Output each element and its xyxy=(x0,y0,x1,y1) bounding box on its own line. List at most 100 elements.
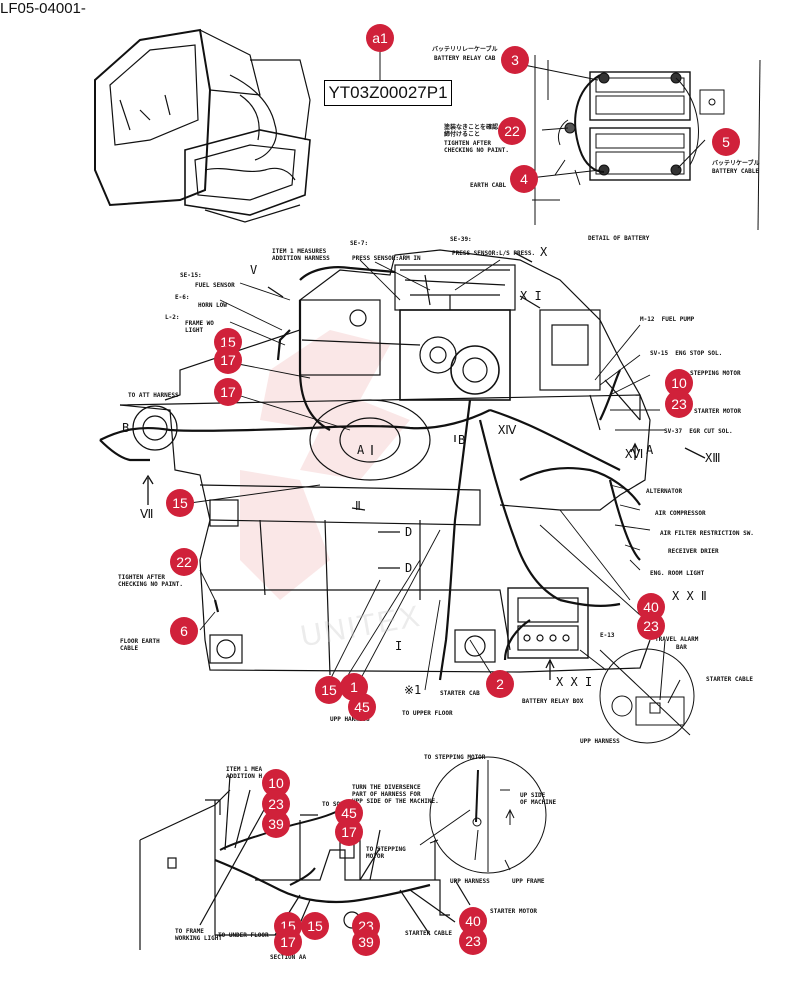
starter-cab-label: STARTER CAB xyxy=(440,690,480,697)
excavator-overview xyxy=(94,28,311,223)
m12-label: M-12 FUEL PUMP xyxy=(640,316,695,323)
battery-cable-label: BATTERY CABLE xyxy=(712,168,759,175)
se39-label: SE-39: xyxy=(450,236,472,243)
air-filter-label: AIR FILTER RESTRICTION SW. xyxy=(660,530,754,537)
to-att-harness-label: TO ATT HARNESS xyxy=(128,392,179,399)
view-v-label: V xyxy=(250,263,258,277)
press-sensor-arm-label: PRESS SENSOR:ARM IN xyxy=(352,255,421,262)
document-id: LF05-04001- xyxy=(0,0,86,17)
view-xxii-label: X X Ⅱ xyxy=(672,589,707,603)
eng-room-light-label: ENG. ROOM LIGHT xyxy=(650,570,705,577)
fuel-sensor-label: FUEL SENSOR xyxy=(195,282,235,289)
section-aa xyxy=(139,774,471,950)
callout-39-b[interactable]: 39 xyxy=(352,928,380,956)
battery-detail xyxy=(523,55,761,231)
callout-39-a[interactable]: 39 xyxy=(262,810,290,838)
item1-addition-label: ITEM 1 MEA ADDITION H xyxy=(226,766,263,780)
view-xxi-label: X X I xyxy=(556,675,593,689)
battery-relay-box-label: BATTERY RELAY BOX xyxy=(522,698,584,705)
detail-circle-stepping-motor xyxy=(419,756,547,874)
sv15-label: SV-15 ENG STOP SOL. xyxy=(650,350,723,357)
e13-label: E-13 xyxy=(600,632,615,639)
battery-relay-cable-jp-label: バッテリリレーケーブル xyxy=(432,46,498,53)
se7-label: SE-7: xyxy=(350,240,369,247)
view-i-label: I xyxy=(395,639,403,653)
upp-harness-bottom-label: UPP HARNESS xyxy=(450,878,490,885)
to-frame-working-light-label: TO FRAME WORKING LIGHT xyxy=(175,928,222,942)
leader-lines-main xyxy=(189,259,665,691)
to-stepping-motor-top-label: TO STEPPING MOTOR xyxy=(424,754,486,761)
travel-alarm-label: TRAVEL ALARM xyxy=(655,636,699,643)
bar-label: BAR xyxy=(676,644,687,651)
no-paint-jp-label: 塗装なきことを確認 締付けること xyxy=(444,124,499,138)
callout-23-a[interactable]: 23 xyxy=(665,390,693,418)
callout-15-e[interactable]: 15 xyxy=(301,912,329,940)
callout-15-b[interactable]: 15 xyxy=(166,489,194,517)
callout-2[interactable]: 2 xyxy=(486,670,514,698)
callout-22-bottom[interactable]: 22 xyxy=(170,548,198,576)
starter-motor-label: STARTER MOTOR xyxy=(694,408,741,415)
callout-45-a[interactable]: 45 xyxy=(348,693,376,721)
view-xi-label: X I xyxy=(520,289,542,303)
section-a-mid-label: A xyxy=(357,443,365,457)
callout-6[interactable]: 6 xyxy=(170,617,198,645)
starter-cable-right-label: STARTER CABLE xyxy=(706,676,753,683)
l2-label: L-2: xyxy=(165,314,180,321)
battery-cable-jp-label: バッテリケーブル xyxy=(712,160,760,167)
earth-cable-label: EARTH CABL xyxy=(470,182,507,189)
section-b-left-label: B xyxy=(122,421,130,435)
view-xvi-label: XⅥ xyxy=(625,447,644,461)
callout-15-c[interactable]: 15 xyxy=(315,676,343,704)
battery-relay-cable-label: BATTERY RELAY CAB xyxy=(434,55,496,62)
press-sensor-ls-label: PRESS SENSOR:L/S PRESS. xyxy=(452,250,536,257)
section-b-mid-label: B xyxy=(458,433,466,447)
upp-frame-label: UPP FRAME xyxy=(512,878,545,885)
callout-23-b[interactable]: 23 xyxy=(637,612,665,640)
stepping-motor-label: STEPPING MOTOR xyxy=(690,370,741,377)
starter-motor-bottom-label: STARTER MOTOR xyxy=(490,908,537,915)
callout-3[interactable]: 3 xyxy=(501,46,529,74)
part-number-box: YT03Z00027P1 xyxy=(324,80,452,106)
section-d-lower-label: D xyxy=(405,561,413,575)
callout-17-b[interactable]: 17 xyxy=(214,378,242,406)
e6-label: E-6: xyxy=(175,294,190,301)
callout-17-d[interactable]: 17 xyxy=(274,928,302,956)
callout-23-e[interactable]: 23 xyxy=(459,927,487,955)
frame-work-light-label: FRAME WO LIGHT xyxy=(185,320,214,334)
note-x1-label: ※1 xyxy=(404,683,422,697)
up-side-of-machine-label: UP SIDE OF MACHINE xyxy=(520,792,557,806)
callout-a1[interactable]: a1 xyxy=(366,24,394,52)
tighten-after-2-label: TIGHTEN AFTER CHECKING NO PAINT. xyxy=(118,574,184,588)
view-xiii-label: XⅢ xyxy=(705,451,721,465)
floor-earth-cable-label: FLOOR EARTH CABLE xyxy=(120,638,160,652)
to-under-floor-label: TO UNDER FLOOR xyxy=(218,932,269,939)
callout-4[interactable]: 4 xyxy=(510,165,538,193)
detail-of-battery-label: DETAIL OF BATTERY xyxy=(588,235,650,242)
item1-measures-label: ITEM 1 MEASURES ADDITION HARNESS xyxy=(272,248,330,262)
callout-17-a[interactable]: 17 xyxy=(214,346,242,374)
view-xiv-label: XⅣ xyxy=(498,423,517,437)
alternator-label: ALTERNATOR xyxy=(646,488,683,495)
callout-17-c[interactable]: 17 xyxy=(335,818,363,846)
turn-diversence-label: TURN THE DIVERSENCE PART OF HARNESS FOR … xyxy=(352,784,439,805)
watermark-logo xyxy=(240,330,410,600)
receiver-drier-label: RECEIVER DRIER xyxy=(668,548,719,555)
se15-label: SE-15: xyxy=(180,272,202,279)
view-vii-label: Ⅶ xyxy=(140,507,154,521)
section-aa-label: SECTION AA xyxy=(270,954,307,961)
callout-5[interactable]: 5 xyxy=(712,128,740,156)
to-stepping-motor-mid-label: TO STEPPING MOTOR xyxy=(366,846,406,860)
view-x-label: X xyxy=(540,245,548,259)
callout-22-top[interactable]: 22 xyxy=(498,117,526,145)
detail-circle-bar xyxy=(579,639,695,744)
horn-low-label: HORN LOW xyxy=(198,302,227,309)
sv37-label: SV-37 EGR CUT SOL. xyxy=(664,428,733,435)
section-a-right-label: A xyxy=(646,443,654,457)
section-d-upper-label: D xyxy=(405,525,413,539)
view-ii-label: Ⅱ xyxy=(355,499,361,513)
wire-harness xyxy=(99,266,641,681)
tighten-after-label: TIGHTEN AFTER CHECKING NO PAINT. xyxy=(444,140,510,154)
starter-cable-bottom-label: STARTER CABLE xyxy=(405,930,452,937)
